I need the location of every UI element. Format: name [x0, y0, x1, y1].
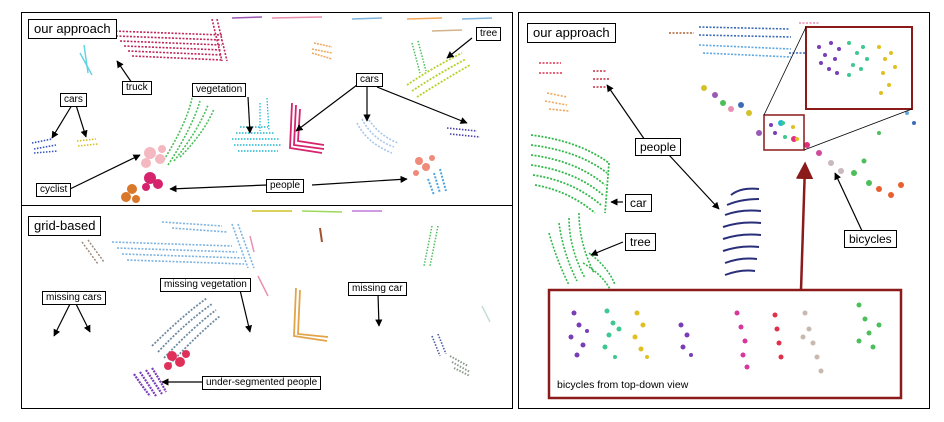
background-points [252, 210, 382, 213]
small-object-points [249, 227, 323, 297]
left-top-point-cloud [31, 16, 493, 203]
car-points-orange [311, 42, 333, 60]
green-strip-points [411, 40, 427, 74]
car-points-orange [293, 287, 329, 342]
label-tree: tree [625, 233, 656, 251]
people-points-right [413, 155, 447, 196]
background-points [539, 22, 829, 112]
label-missing-cars: missing cars [42, 291, 106, 305]
vegetation-points [232, 97, 282, 152]
zoom-inset [805, 26, 913, 110]
zoom-connector [803, 108, 913, 151]
label-tree: tree [476, 27, 502, 41]
car-points [530, 134, 610, 214]
green-strip-points [423, 225, 439, 267]
panel-title: our approach [527, 23, 616, 43]
label-under-segmented-people: under-segmented people [202, 376, 322, 390]
under-segmented-people-points [133, 350, 190, 397]
left-bottom-point-cloud [53, 210, 491, 397]
label-car: car [625, 194, 652, 212]
zoom-source [763, 114, 805, 151]
car-points-crimson [289, 102, 325, 154]
label-truck: truck [122, 81, 152, 95]
car-points-small [79, 44, 93, 76]
cluster-points [701, 85, 916, 198]
people-points [722, 187, 762, 276]
right-panel: our approach people car tree bicycles bi… [518, 12, 930, 409]
label-people: people [635, 138, 682, 156]
label-missing-vegetation: missing vegetation [160, 278, 251, 292]
cyclist-points [121, 97, 215, 203]
cars-left-points [31, 138, 99, 154]
label-people: people [266, 179, 305, 193]
highlight-arrow [795, 161, 814, 291]
background-points [231, 16, 493, 32]
car-points-lightblue [356, 116, 399, 154]
misc-points [81, 239, 105, 265]
bicycles-top-down-inset [547, 288, 903, 400]
zoom-connector [763, 26, 807, 116]
label-cyclist: cyclist [36, 183, 72, 197]
left-bottom-panel: grid-based missing cars missing vegetati… [21, 205, 513, 409]
label-vegetation: vegetation [192, 83, 247, 97]
right-objects-points [431, 305, 491, 377]
label-bicycles: bicycles [844, 230, 897, 248]
inset-caption: bicycles from top-down view [557, 379, 689, 391]
truck-points [111, 221, 255, 269]
panel-title: grid-based [28, 216, 102, 236]
label-cars-right: cars [356, 73, 383, 87]
panel-title: our approach [28, 19, 117, 39]
label-cars-left: cars [60, 93, 87, 107]
car-points-purple [446, 127, 481, 138]
right-point-cloud [530, 22, 916, 400]
label-missing-car: missing car [348, 282, 407, 296]
left-top-panel: our approach truck cars vegetation cars … [21, 12, 513, 208]
tree-points [548, 212, 616, 292]
truck-points [111, 18, 228, 62]
tree-points [406, 52, 471, 98]
